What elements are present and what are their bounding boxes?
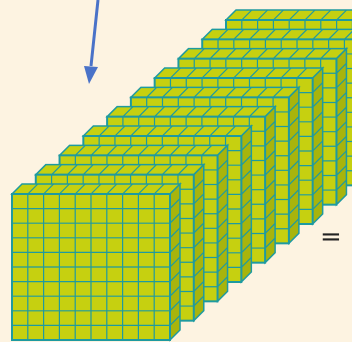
- arrow-head: [84, 66, 98, 84]
- equals-sign: =: [320, 222, 342, 252]
- flat-top-face: [224, 9, 352, 21]
- hundred-flats-stack: [10, 9, 352, 342]
- pointer-arrow: [84, 0, 100, 84]
- hundred-flat: [10, 182, 182, 342]
- flat-grid-lines: [12, 183, 181, 340]
- arrow-shaft: [89, 0, 100, 67]
